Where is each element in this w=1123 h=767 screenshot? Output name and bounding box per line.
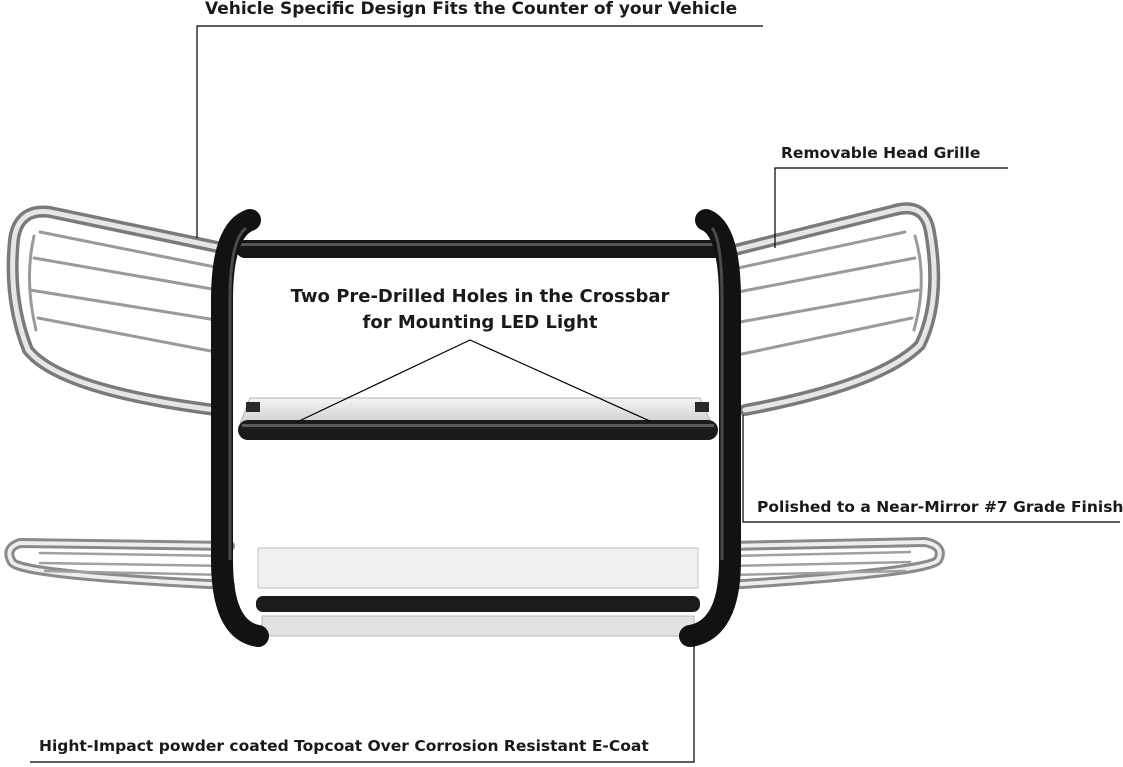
left-bracket [246,402,260,412]
middle-crossbar [238,420,718,440]
callout-pre-drilled-holes-line1: Two Pre-Drilled Holes in the Crossbar [290,286,670,307]
left-wing-grille [6,205,228,416]
callout-vehicle-specific-design: Vehicle Specific Design Fits the Counter… [205,0,738,19]
right-upright-hoop [679,209,741,647]
top-crossbar [236,240,724,258]
callout-powder-coat: Hight-Impact powder coated Topcoat Over … [39,737,649,755]
lower-center-plate [256,547,700,637]
callout-polished-finish: Polished to a Near-Mirror #7 Grade Finis… [757,498,1123,516]
left-upright-hoop [211,209,269,647]
right-wing-grille [729,202,941,416]
callout-pre-drilled-holes: Two Pre-Drilled Holes in the Crossbar fo… [260,284,700,336]
callout-pre-drilled-holes-line2: for Mounting LED Light [362,312,598,333]
lower-skid-plate-right [723,536,945,590]
callout-removable-head-grille: Removable Head Grille [781,144,981,162]
callout-leader-lines [30,25,1120,763]
right-bracket [695,402,709,412]
lower-skid-plate-left [4,537,235,590]
